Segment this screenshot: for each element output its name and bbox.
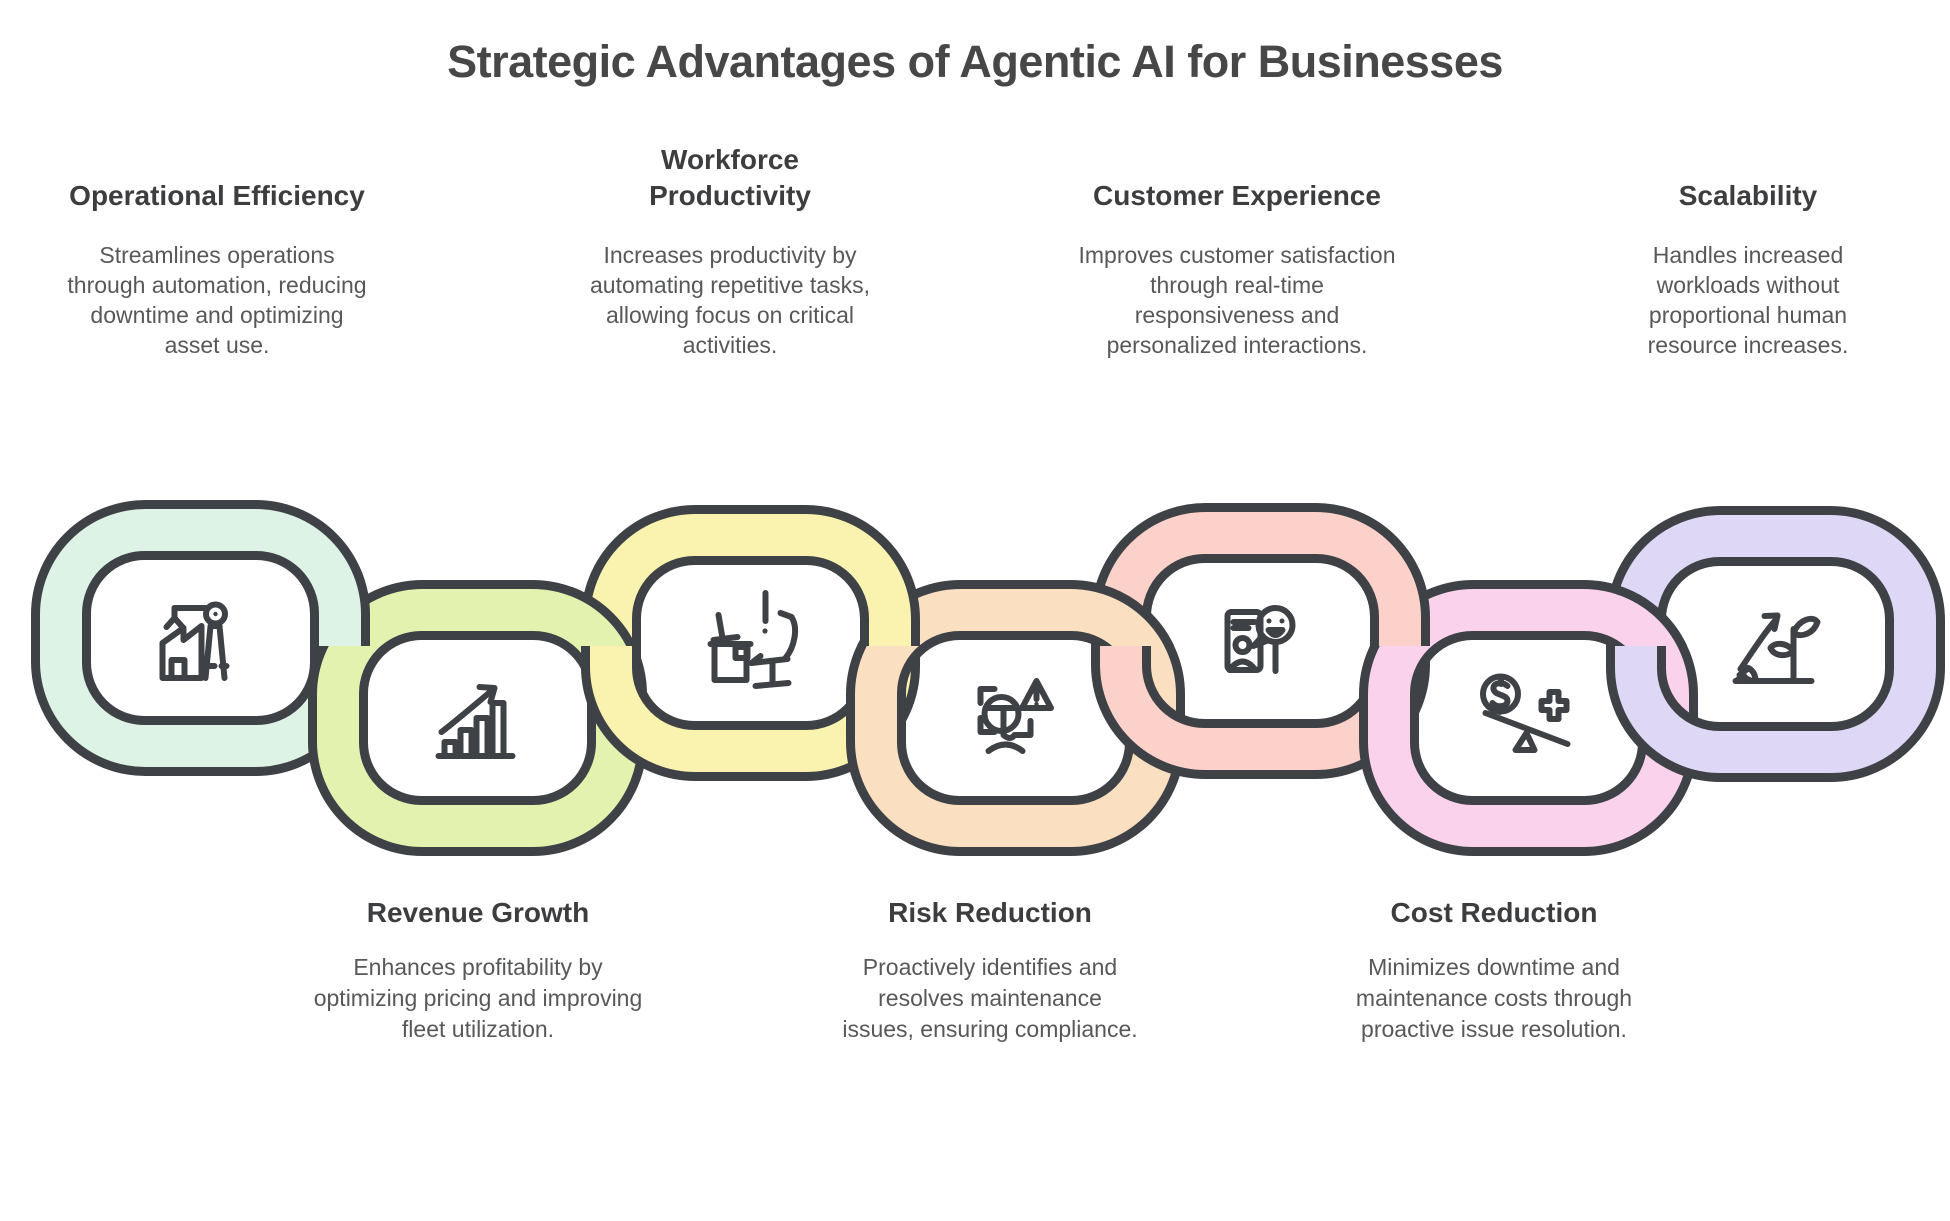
customer-chat-icon bbox=[1224, 605, 1296, 674]
description-risk-reduction: Proactively identifies and resolves main… bbox=[842, 954, 1138, 1042]
block-risk-reduction: Risk Reduction Proactively identifies an… bbox=[820, 895, 1160, 1045]
block-revenue-growth: Revenue Growth Enhances profitability by… bbox=[308, 895, 648, 1045]
scalability-plant-icon bbox=[1732, 612, 1821, 684]
description-operational-efficiency: Streamlines operations through automatio… bbox=[67, 242, 367, 358]
chain-link-operational-efficiency-over bbox=[299, 569, 370, 646]
heading-workforce-productivity: Workforce Productivity bbox=[649, 144, 811, 211]
block-customer-experience: Customer Experience Improves customer sa… bbox=[1057, 140, 1417, 360]
heading-cost-reduction: Cost Reduction bbox=[1390, 897, 1598, 928]
page-title: Strategic Advantages of Agentic AI for B… bbox=[447, 36, 1503, 87]
description-revenue-growth: Enhances profitability by optimizing pri… bbox=[313, 954, 643, 1042]
description-customer-experience: Improves customer satisfaction through r… bbox=[1078, 242, 1396, 358]
factory-crane-icon bbox=[159, 601, 230, 681]
heading-operational-efficiency: Operational Efficiency bbox=[69, 180, 365, 211]
growth-chart-icon bbox=[435, 684, 516, 759]
chain-weave-overlap bbox=[299, 569, 370, 646]
block-operational-efficiency: Operational Efficiency Streamlines opera… bbox=[47, 140, 387, 360]
heading-scalability: Scalability bbox=[1678, 180, 1818, 211]
description-cost-reduction: Minimizes downtime and maintenance costs… bbox=[1355, 954, 1633, 1042]
description-scalability: Handles increased workloads without prop… bbox=[1647, 242, 1849, 358]
block-cost-reduction: Cost Reduction Minimizes downtime and ma… bbox=[1324, 895, 1664, 1045]
block-scalability: Scalability Handles increased workloads … bbox=[1578, 140, 1918, 360]
chain-weave-overlap bbox=[1350, 569, 1430, 646]
block-workforce-productivity: Workforce Productivity Increases product… bbox=[584, 140, 876, 360]
heading-risk-reduction: Risk Reduction bbox=[888, 897, 1092, 928]
heading-revenue-growth: Revenue Growth bbox=[366, 897, 590, 928]
workspace-desk-icon bbox=[707, 590, 799, 689]
heading-customer-experience: Customer Experience bbox=[1093, 180, 1381, 211]
risk-warning-icon bbox=[977, 678, 1054, 754]
chain-weave-overlap bbox=[837, 569, 920, 646]
description-workforce-productivity: Increases productivity by automating rep… bbox=[590, 242, 870, 358]
chain-link-workforce-productivity-over bbox=[837, 569, 920, 646]
chain-link-customer-experience-over bbox=[1350, 569, 1430, 646]
cost-balance-icon bbox=[1480, 673, 1571, 753]
